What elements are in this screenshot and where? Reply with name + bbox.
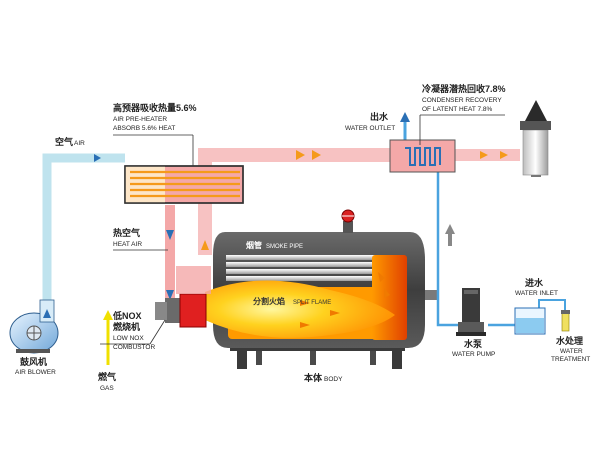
blower-arrow-icon [43, 309, 51, 318]
air-preheater [124, 165, 244, 204]
hot-air-pipe [165, 205, 175, 302]
low-nox-combustor [155, 266, 211, 328]
water-pump-label-cn: 水泵 [464, 338, 483, 349]
chimney-cap-icon [525, 100, 547, 121]
air-blower [9, 299, 59, 354]
body-label-cn: 本体 [304, 372, 323, 383]
combustor-label-cn2: 燃烧机 [113, 321, 140, 332]
water-treatment [561, 310, 570, 332]
body-label-en: BODY [324, 376, 343, 383]
gas-label-cn: 燃气 [98, 371, 116, 382]
preheater-label-en1: AIR PRE-HEATER [113, 116, 167, 123]
gas-line [103, 310, 113, 365]
hot-air-label-cn: 热空气 [113, 227, 140, 238]
blower-label-en: AIR BLOWER [15, 369, 56, 376]
preheater-label-en2: ABSORB 5.6% HEAT [113, 125, 175, 132]
water-treatment-label-cn: 水处理 [556, 335, 583, 346]
smoke-pipes [226, 255, 386, 281]
water-treatment-label-en1: WATER [560, 348, 583, 355]
combustor-label-cn1: 低NOX [112, 310, 142, 321]
chimney [520, 100, 551, 177]
blower-label-cn: 鼓风机 [20, 356, 47, 367]
water-outlet-arrow-icon [400, 112, 410, 122]
condenser-label-en2: OF LATENT HEAT 7.8% [422, 106, 493, 113]
leader-lines [100, 114, 505, 345]
water-inlet-tank [514, 307, 546, 335]
air-intake-pipe [42, 153, 125, 315]
water-outlet-label-en: WATER OUTLET [345, 125, 395, 132]
condenser [389, 139, 456, 173]
water-up-arrow-icon [445, 224, 455, 234]
flame-arrows [300, 272, 390, 328]
water-outlet-label-cn: 出水 [370, 111, 389, 122]
water-circuit [400, 112, 566, 327]
water-pump [456, 288, 486, 336]
exhaust-arrow-icon-2 [500, 151, 508, 159]
water-treatment-label-en2: TREATMENT [551, 356, 590, 363]
water-inlet-label-cn: 进水 [525, 277, 544, 288]
flue-gas-pipe [198, 148, 520, 255]
hot-air-label-en: HEAT AIR [113, 241, 142, 248]
combustor-label-en1: LOW NOX [113, 335, 144, 342]
exhaust-arrow-icon [480, 151, 488, 159]
combustor-label-en2: COMBUSTOR [113, 344, 155, 351]
water-pump-label-en: WATER PUMP [452, 351, 495, 358]
air-label-en: AIR [74, 140, 85, 147]
gas-label-en: GAS [100, 385, 114, 392]
water-inlet-label-en: WATER INLET [515, 290, 558, 297]
flue-arrow-icon [296, 150, 305, 160]
air-flow-arrow-icon [94, 154, 101, 162]
split-flame-label-cn: 分割火焰 [253, 296, 285, 306]
condenser-label-cn: 冷凝器潜热回收7.8% [422, 83, 506, 94]
flue-arrow-icon-2 [312, 150, 321, 160]
gas-arrow-icon [103, 310, 113, 320]
air-label-cn: 空气 [55, 136, 73, 147]
smoke-pipe-label-cn: 烟管 [246, 240, 262, 250]
boiler-body: 烟管 SMOKE PIPE 分割火焰 SPLIT FLAME [205, 209, 437, 369]
condenser-label-en1: CONDENSER RECOVERY [422, 97, 502, 104]
hot-air-down-arrow-icon-2 [166, 290, 174, 300]
smoke-pipe-label-en: SMOKE PIPE [266, 244, 303, 250]
flue-up-arrow-icon [201, 240, 209, 250]
preheater-label-cn: 高预器吸收热量5.6% [113, 102, 197, 113]
split-flame-label-en: SPLIT FLAME [293, 300, 331, 306]
split-flame [205, 280, 395, 338]
hot-air-down-arrow-icon [166, 230, 174, 240]
